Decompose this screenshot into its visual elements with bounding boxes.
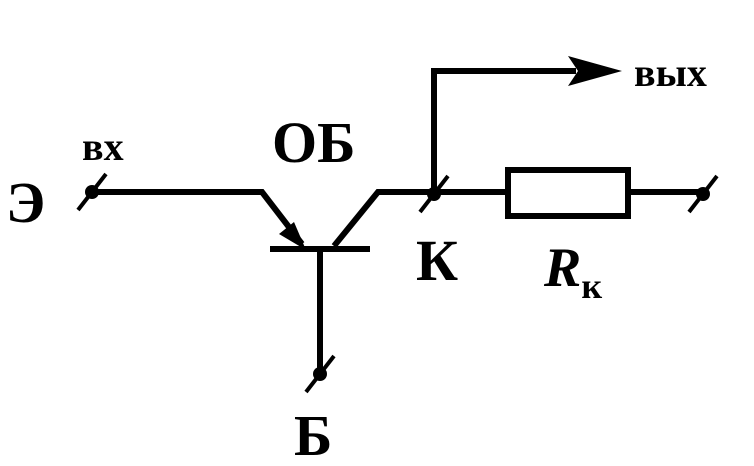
output-label: вых xyxy=(634,50,707,95)
output-wire xyxy=(431,68,576,192)
collector-resistor xyxy=(505,167,631,219)
collector-terminal xyxy=(418,174,450,214)
collector-label: К xyxy=(416,228,458,293)
resistor-terminal xyxy=(687,174,719,214)
base-terminal xyxy=(304,354,336,394)
input-label: вх xyxy=(82,124,124,169)
resistor-subscript: к xyxy=(581,266,602,306)
collector-wire xyxy=(331,189,508,248)
resistor-symbol: R xyxy=(543,237,581,299)
resistor-label: Rк xyxy=(543,237,602,306)
output-arrow xyxy=(568,56,622,86)
emitter-arrow xyxy=(279,222,306,250)
emitter-terminal xyxy=(76,172,108,212)
emitter-label: Э xyxy=(6,170,45,235)
emitter-wire xyxy=(92,189,305,246)
base-label: Б xyxy=(294,403,332,466)
config-label: ОБ xyxy=(272,110,355,175)
